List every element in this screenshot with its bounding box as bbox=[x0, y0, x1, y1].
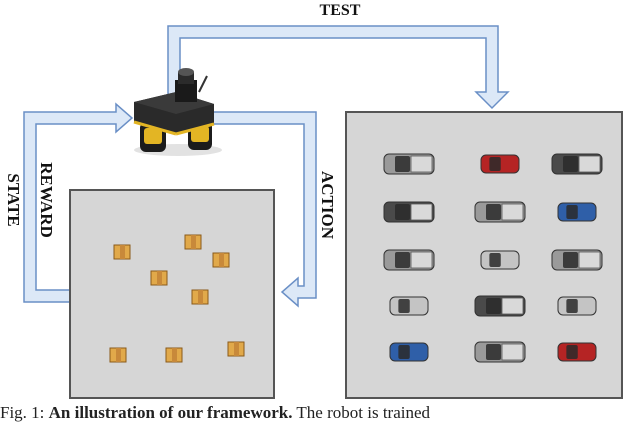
car-blue-suv bbox=[557, 202, 597, 222]
car-silver-suv bbox=[480, 250, 520, 270]
cardboard-box bbox=[165, 347, 183, 363]
car-red-suv bbox=[557, 342, 597, 362]
car-gray-truck bbox=[474, 341, 526, 363]
car-gray-truck bbox=[474, 201, 526, 223]
caption-prefix: Fig. 1: bbox=[0, 403, 45, 422]
state-label: STATE bbox=[4, 173, 23, 226]
cardboard-box bbox=[109, 347, 127, 363]
car-silver-suv bbox=[389, 296, 429, 316]
cardboard-box bbox=[191, 289, 209, 305]
action-arrow bbox=[209, 111, 317, 308]
caption-rest: The robot is trained bbox=[296, 403, 431, 422]
test-scene-panel bbox=[345, 111, 623, 399]
figure-caption: Fig. 1: An illustration of our framework… bbox=[0, 403, 640, 425]
cardboard-box bbox=[227, 341, 245, 357]
car-gray-truck bbox=[383, 153, 435, 175]
car-blue-suv bbox=[389, 342, 429, 362]
cardboard-box bbox=[113, 244, 131, 260]
state-reward-arrow bbox=[23, 102, 134, 303]
car-gray-truck bbox=[551, 249, 603, 271]
caption-bold: An illustration of our framework. bbox=[48, 403, 293, 422]
cardboard-box bbox=[212, 252, 230, 268]
test-label: TEST bbox=[320, 2, 361, 19]
car-dark-truck bbox=[383, 201, 435, 223]
train-scene-panel bbox=[69, 189, 275, 399]
action-label: ACTION bbox=[318, 171, 337, 240]
cardboard-box bbox=[150, 270, 168, 286]
cardboard-box bbox=[184, 234, 202, 250]
car-dark-truck bbox=[474, 295, 526, 317]
car-dark-truck bbox=[551, 153, 603, 175]
car-gray-truck bbox=[383, 249, 435, 271]
robot bbox=[133, 68, 222, 156]
car-red-suv bbox=[480, 154, 520, 174]
reward-label: REWARD bbox=[37, 162, 56, 238]
test-arrow bbox=[167, 25, 510, 110]
car-silver-suv bbox=[557, 296, 597, 316]
